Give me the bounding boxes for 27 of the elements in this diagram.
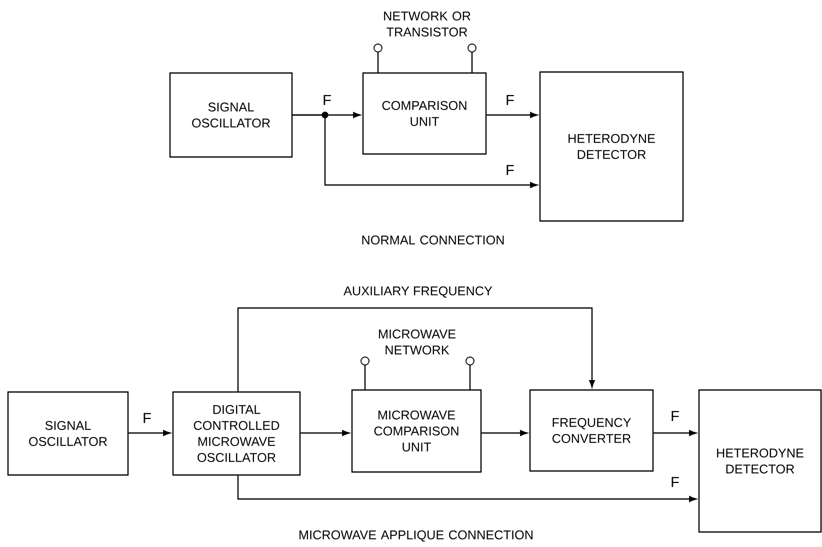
arrow — [482, 430, 528, 436]
edge-label: F — [669, 476, 681, 488]
caption-text: NORMAL CONNECTION — [362, 236, 504, 244]
edge-label: F — [504, 164, 516, 176]
edge-label: F — [669, 410, 681, 422]
caption-text: MICROWAVE NETWORK — [379, 330, 456, 354]
edge-label: F — [321, 94, 333, 106]
arrow — [654, 430, 696, 436]
caption-text: NETWORK OR TRANSISTOR — [384, 12, 470, 36]
edge-label: AUXILIARY FREQUENCY — [342, 285, 494, 299]
arrow — [300, 430, 350, 436]
block-box: DIGITAL CONTROLLED MICROWAVE OSCILLATOR — [172, 391, 301, 476]
arrow — [237, 307, 595, 392]
caption-text: MICROWAVE APPLIQUE CONNECTION — [300, 530, 532, 542]
block-box: SIGNAL OSCILLATOR — [169, 72, 293, 158]
block-box: FREQUENCY CONVERTER — [529, 389, 654, 472]
arrow — [237, 476, 696, 502]
arrow — [292, 112, 538, 188]
arrow — [486, 112, 538, 118]
block-box: SIGNAL OSCILLATOR — [7, 391, 129, 476]
block-box: COMPARISON UNIT — [362, 72, 487, 155]
block-box: HETERODYNE DETECTOR — [539, 71, 684, 222]
block-box: MICROWAVE COMPARISON UNIT — [351, 389, 482, 473]
edge-label: F — [504, 94, 516, 106]
arrow — [128, 430, 170, 436]
block-box: HETERODYNE DETECTOR — [698, 389, 822, 533]
edge-label: F — [141, 412, 153, 424]
